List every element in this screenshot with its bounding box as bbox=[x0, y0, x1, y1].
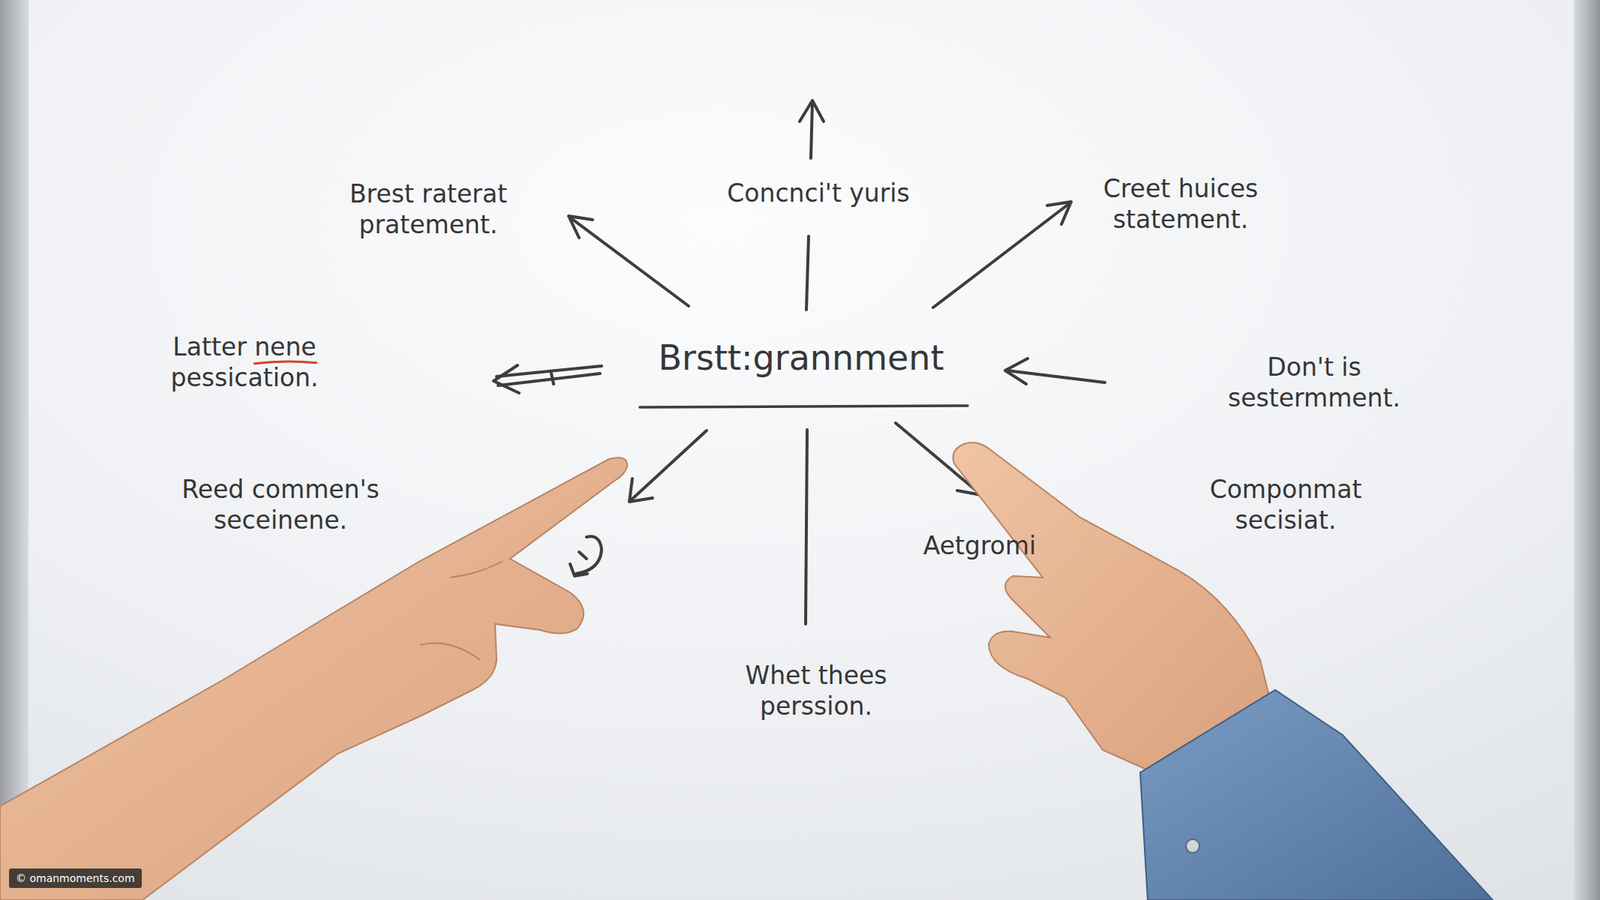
arrow-line bbox=[498, 373, 601, 386]
branch-line bbox=[805, 429, 808, 625]
central-underline bbox=[639, 405, 968, 408]
denim-sleeve bbox=[1140, 690, 1493, 900]
branch-text: Concnci't yuris bbox=[726, 177, 910, 209]
arrow-head bbox=[493, 365, 520, 394]
mind-map-arrows bbox=[493, 100, 1105, 625]
watermark: © omanmoments.com bbox=[9, 868, 142, 889]
branch-text: Whet thees perssion. bbox=[703, 660, 929, 723]
arrow-head bbox=[1047, 201, 1072, 225]
finger-crease bbox=[450, 561, 503, 578]
branch-text: Creet huices statement. bbox=[1071, 173, 1290, 236]
central-topic: Brstt:grannment bbox=[658, 336, 945, 381]
arrow-line bbox=[933, 203, 1070, 308]
loop-arrow bbox=[576, 536, 602, 574]
branch-text: Reed commen's seceinene. bbox=[156, 474, 405, 537]
left-hand bbox=[0, 457, 628, 900]
arrow-line bbox=[570, 217, 689, 307]
branch-text: Don't is sestermment. bbox=[1201, 351, 1427, 415]
arrow-head bbox=[570, 564, 588, 577]
arrow-line bbox=[630, 430, 707, 501]
arrow-line bbox=[810, 102, 813, 159]
arrow-tick bbox=[579, 552, 587, 559]
branch-text: Componmat secisiat. bbox=[1173, 474, 1399, 537]
hand-shape bbox=[0, 457, 628, 900]
finger-crease bbox=[420, 643, 481, 661]
board-frame bbox=[1573, 0, 1600, 900]
branch-line bbox=[806, 236, 809, 310]
branch-text: Brest raterat pratement. bbox=[308, 178, 549, 241]
arrow-head bbox=[568, 216, 593, 238]
arrow-tick bbox=[551, 373, 554, 385]
arrow-head bbox=[629, 478, 653, 502]
branch-text: Aetgromi bbox=[923, 530, 1037, 562]
arrow-head bbox=[1005, 358, 1028, 385]
branch-text: Latter nene pessication. bbox=[132, 331, 358, 394]
board-frame bbox=[0, 0, 29, 900]
arrow-head bbox=[799, 100, 824, 122]
right-hand bbox=[953, 442, 1493, 900]
sleeve-button bbox=[1185, 839, 1200, 853]
